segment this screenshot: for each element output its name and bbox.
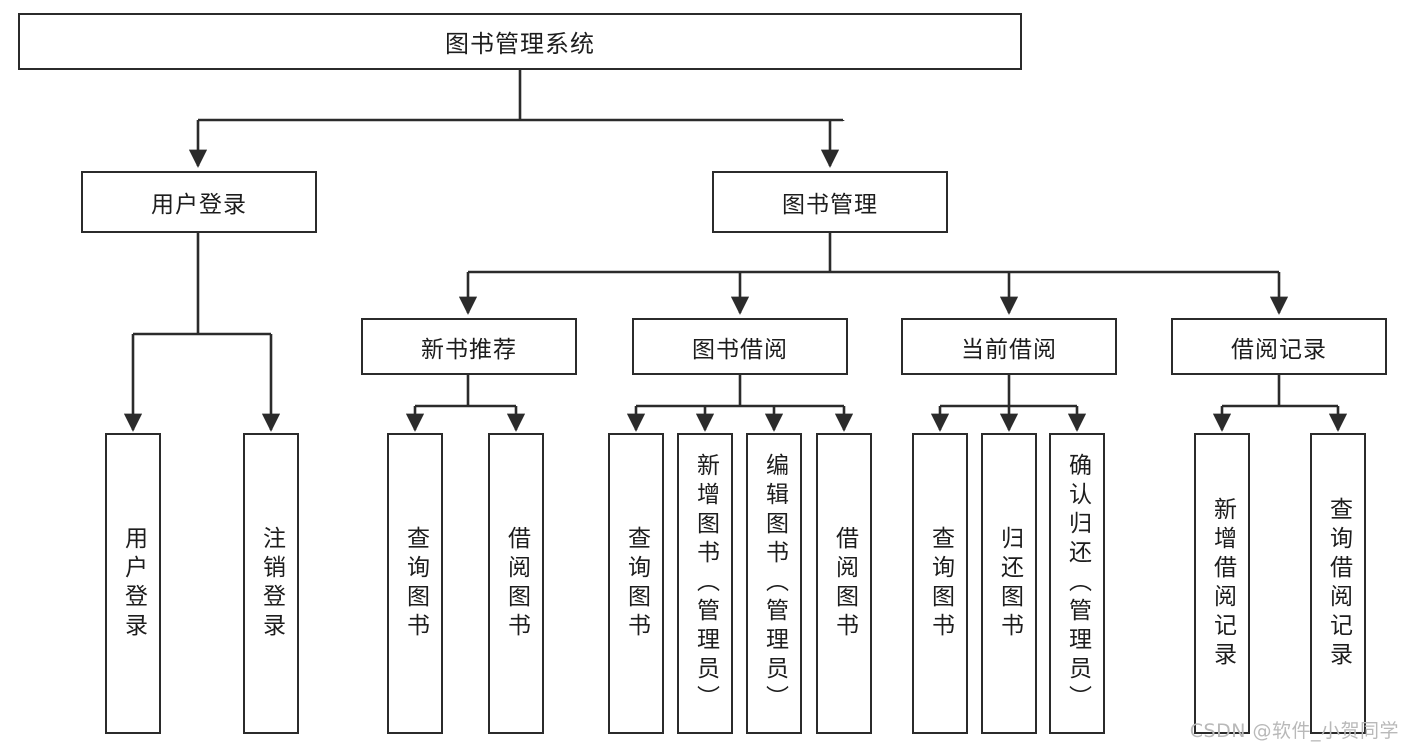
node-book-manage[interactable]: 图书管理 — [712, 171, 948, 233]
node-label: 当前借阅 — [961, 336, 1057, 363]
node-label: 确认归还（管理员） — [1064, 453, 1091, 714]
node-book-borrow[interactable]: 图书借阅 — [632, 318, 848, 375]
leaf-query-book-1[interactable]: 查询图书 — [387, 433, 443, 734]
node-label: 新增图书（管理员） — [692, 453, 719, 714]
node-label: 借阅图书 — [503, 525, 530, 642]
leaf-borrow-book-2[interactable]: 借阅图书 — [816, 433, 872, 734]
leaf-query-record[interactable]: 查询借阅记录 — [1310, 433, 1366, 734]
node-current-borrow[interactable]: 当前借阅 — [901, 318, 1117, 375]
node-label: 查询借阅记录 — [1325, 496, 1352, 671]
node-label: 图书借阅 — [692, 336, 788, 363]
leaf-add-record[interactable]: 新增借阅记录 — [1194, 433, 1250, 734]
node-label: 新书推荐 — [421, 336, 517, 363]
node-label: 图书管理 — [782, 192, 878, 218]
node-label: 新增借阅记录 — [1209, 496, 1236, 671]
leaf-query-book-2[interactable]: 查询图书 — [608, 433, 664, 734]
leaf-user-login[interactable]: 用户登录 — [105, 433, 161, 734]
node-label: 借阅图书 — [831, 525, 858, 642]
node-new-book-rec[interactable]: 新书推荐 — [361, 318, 577, 375]
node-label: 借阅记录 — [1231, 336, 1327, 363]
node-label: 查询图书 — [402, 525, 429, 642]
leaf-logout-login[interactable]: 注销登录 — [243, 433, 299, 734]
node-user-login[interactable]: 用户登录 — [81, 171, 317, 233]
node-label: 用户登录 — [120, 525, 147, 642]
node-root-system[interactable]: 图书管理系统 — [18, 13, 1022, 70]
leaf-add-book[interactable]: 新增图书（管理员） — [677, 433, 733, 734]
node-label: 归还图书 — [996, 525, 1023, 642]
leaf-borrow-book-1[interactable]: 借阅图书 — [488, 433, 544, 734]
node-label: 用户登录 — [151, 192, 247, 218]
node-label: 图书管理系统 — [445, 30, 595, 58]
leaf-return-book[interactable]: 归还图书 — [981, 433, 1037, 734]
leaf-edit-book[interactable]: 编辑图书（管理员） — [746, 433, 802, 734]
watermark-text: CSDN @软件_小贺同学 — [1189, 720, 1399, 742]
node-label: 编辑图书（管理员） — [761, 453, 788, 714]
node-borrow-record[interactable]: 借阅记录 — [1171, 318, 1387, 375]
leaf-confirm-return[interactable]: 确认归还（管理员） — [1049, 433, 1105, 734]
node-label: 注销登录 — [258, 525, 285, 642]
node-label: 查询图书 — [927, 525, 954, 642]
leaf-query-book-3[interactable]: 查询图书 — [912, 433, 968, 734]
node-label: 查询图书 — [623, 525, 650, 642]
